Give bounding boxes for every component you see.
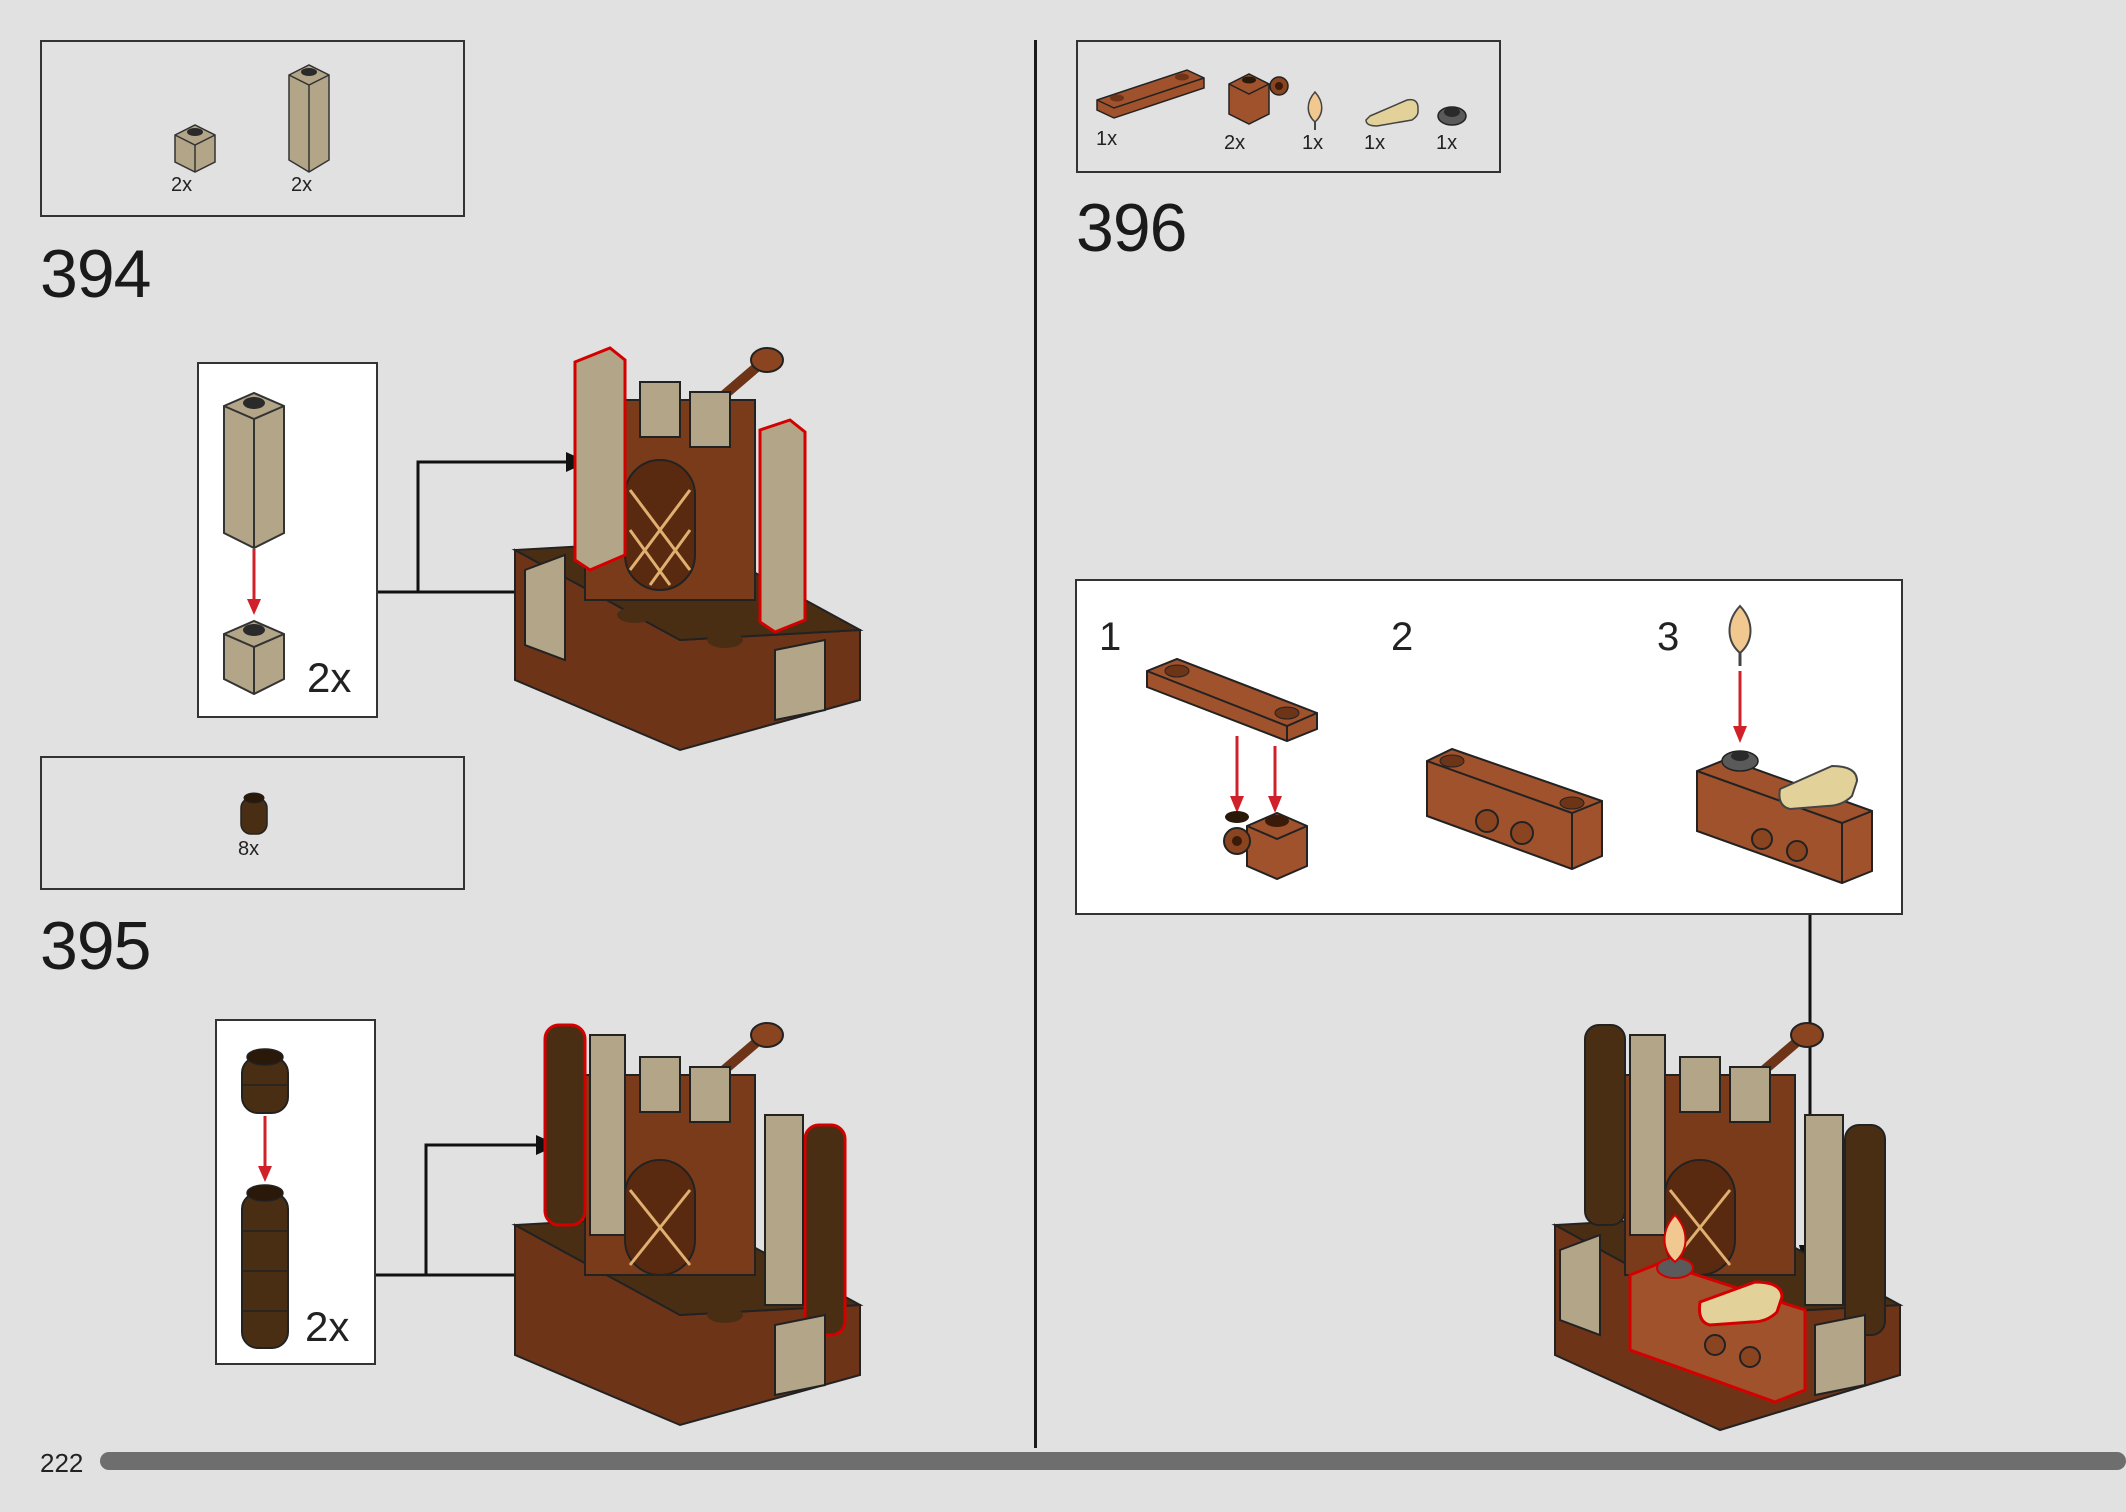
round-plate-icon: [1437, 106, 1467, 126]
page-progress-bar: [100, 1452, 2126, 1470]
red-down-arrow-icon: [247, 549, 261, 615]
step394-model-illustration: [511, 346, 864, 752]
step394-parts-list: 2x 2x: [40, 40, 465, 217]
reddish-brown-plate-icon: [1096, 69, 1205, 119]
substep3-illustration: [1696, 604, 1873, 885]
tan-tile-icon: [1365, 98, 1419, 127]
dark-brown-round-brick-icon: [240, 792, 268, 835]
substep-number: 2: [1391, 615, 1414, 659]
dark-brown-round-column-icon: [241, 1184, 289, 1349]
part-qty: 1x: [1096, 128, 1118, 150]
part-qty: 1x: [1302, 132, 1324, 154]
step396-subassembly: 1 2 3: [1075, 579, 1903, 915]
tan-brick-1x1x3-icon: [288, 64, 330, 173]
page-column-divider: [1034, 40, 1037, 1448]
tan-brick-1x1x3-icon: [223, 391, 285, 550]
part-qty: 2x: [1224, 132, 1246, 154]
reddish-brown-brick-clip-icon: [1228, 73, 1289, 125]
subassembly-qty: 2x: [305, 1303, 350, 1350]
part-qty: 1x: [1436, 132, 1458, 154]
step-number: 396: [1076, 190, 1187, 266]
subassembly-qty: 2x: [307, 654, 352, 701]
part-qty: 8x: [238, 838, 260, 860]
tan-brick-1x1-icon: [223, 619, 285, 696]
page-number: 222: [40, 1448, 84, 1478]
step396-model-illustration: [1551, 1022, 1904, 1432]
substep1-illustration: [1146, 657, 1318, 881]
step395-model-illustration: [511, 1022, 864, 1427]
part-qty: 1x: [1364, 132, 1386, 154]
tan-brick-1x1-icon: [174, 124, 216, 173]
substep-number: 1: [1099, 615, 1122, 659]
step394-subassembly: 2x: [197, 362, 378, 718]
substep2-illustration: [1426, 747, 1603, 871]
step395-subassembly: 2x: [215, 1019, 376, 1365]
flame-icon: [1307, 90, 1323, 130]
part-qty: 2x: [171, 174, 193, 196]
dark-brown-round-brick-icon: [241, 1048, 289, 1114]
substep-number: 3: [1657, 615, 1680, 659]
step396-parts-list: 1x 2x 1x 1x 1x: [1076, 40, 1501, 173]
step395-parts-list: 8x: [40, 756, 465, 890]
step-number: 394: [40, 236, 151, 312]
part-qty: 2x: [291, 174, 313, 196]
step-number: 395: [40, 908, 151, 984]
red-down-arrow-icon: [258, 1116, 272, 1182]
